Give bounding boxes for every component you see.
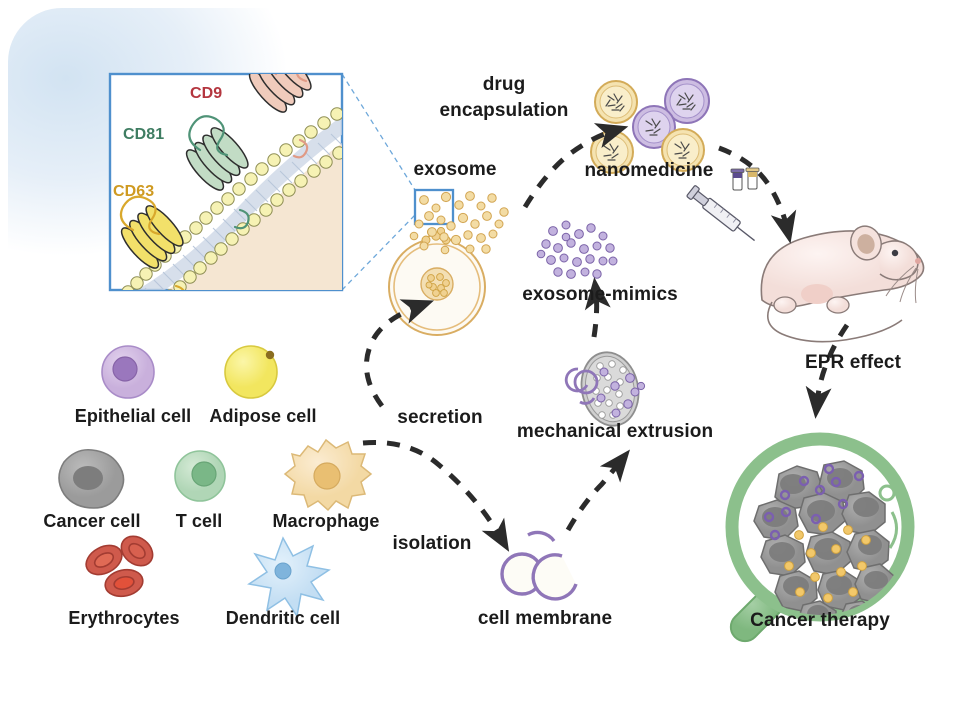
exosome-cloud bbox=[409, 191, 509, 255]
cd63-protein bbox=[120, 205, 184, 269]
exosome-mimics-cloud bbox=[536, 220, 618, 279]
vials bbox=[730, 167, 760, 191]
isolation-label: isolation bbox=[392, 533, 472, 554]
cancer-cell-icon bbox=[58, 448, 125, 509]
arrow-secretion bbox=[363, 299, 435, 408]
cd9-label: CD9 bbox=[190, 85, 223, 102]
cd63-tail bbox=[174, 284, 185, 290]
arrow-isolation bbox=[362, 440, 510, 552]
cd9-tail bbox=[292, 138, 309, 159]
dendritic-cell-label: Dendritic cell bbox=[225, 608, 341, 628]
tumor-spheroid bbox=[753, 460, 895, 615]
epithelial-cell-label: Epithelial cell bbox=[74, 406, 192, 426]
nanomedicine-label: nanomedicine bbox=[584, 160, 714, 181]
erythrocytes-label: Erythrocytes bbox=[68, 608, 180, 628]
mouse-ear-inner bbox=[857, 234, 875, 254]
mouse-tail bbox=[766, 301, 903, 343]
inset-connector-lines bbox=[341, 73, 416, 291]
cancer-therapy-lens bbox=[725, 432, 915, 643]
adipose-cell-label: Adipose cell bbox=[209, 406, 317, 426]
inset-source-box bbox=[413, 188, 455, 226]
cd81-glycan bbox=[188, 115, 229, 157]
process-arrows bbox=[362, 123, 850, 552]
t-cell-label: T cell bbox=[175, 511, 223, 531]
drug-encapsulation-label-line1: drug bbox=[482, 74, 526, 95]
cell-membrane-label: cell membrane bbox=[477, 608, 613, 629]
t-cell-icon bbox=[174, 450, 226, 502]
mouse-eye bbox=[891, 249, 899, 257]
cancer-therapy-label: Cancer therapy bbox=[750, 610, 890, 631]
adipose-cell-icon bbox=[224, 345, 278, 399]
cell-membrane-vesicles bbox=[500, 530, 578, 601]
nanomedicine-particle bbox=[661, 128, 705, 172]
exosome-label: exosome bbox=[413, 159, 497, 180]
mechanical-extrusion bbox=[564, 351, 646, 427]
macrophage-label: Macrophage bbox=[272, 511, 380, 531]
syringe bbox=[686, 185, 756, 242]
mouse-whiskers bbox=[885, 265, 919, 304]
macrophage-icon bbox=[283, 438, 373, 512]
mouse-feet bbox=[773, 296, 850, 314]
cd81-tail bbox=[233, 208, 250, 230]
mouse-belly-mark bbox=[801, 284, 833, 304]
nanomedicine-particle bbox=[664, 78, 710, 124]
epithelial-cell-icon bbox=[101, 345, 155, 399]
secretion-label: secretion bbox=[397, 407, 483, 428]
epr-effect-label: EPR effect bbox=[805, 352, 902, 373]
mechanical-extrusion-label: mechanical extrusion bbox=[516, 421, 714, 442]
extruded-particles bbox=[596, 367, 646, 418]
lens-highlight bbox=[878, 484, 898, 549]
nanomedicine-particle bbox=[632, 105, 676, 149]
pre-extrusion-membranes bbox=[564, 367, 599, 405]
arrow-epr bbox=[805, 323, 850, 419]
arrow-drug-encapsulation bbox=[522, 123, 629, 209]
arrow-to-mimics bbox=[584, 277, 611, 338]
exosome-membrane-inset bbox=[108, 72, 416, 292]
source-cell-legend bbox=[58, 345, 373, 618]
dendritic-cell-icon bbox=[247, 536, 331, 618]
nanomedicine-particle bbox=[594, 80, 638, 124]
arrow-extrusion bbox=[565, 449, 630, 532]
erythrocytes-icon bbox=[85, 535, 154, 598]
mouse bbox=[760, 225, 925, 343]
nanomedicine-particles bbox=[590, 78, 710, 174]
exosome-secreting-cell bbox=[388, 226, 486, 336]
tumor-purple-dots bbox=[763, 463, 865, 541]
drug-encapsulation-label-line2: encapsulation bbox=[439, 100, 569, 121]
exosome-mimics-label: exosome-mimics bbox=[522, 284, 678, 305]
arrow-to-mouse bbox=[718, 145, 797, 244]
cd81-label: CD81 bbox=[123, 126, 165, 143]
cd63-label: CD63 bbox=[113, 183, 155, 200]
cd63-glycan bbox=[119, 195, 161, 236]
cancer-cell-label: Cancer cell bbox=[43, 511, 141, 531]
mouse-nose bbox=[915, 258, 921, 264]
tumor-gold-dots bbox=[784, 522, 871, 603]
